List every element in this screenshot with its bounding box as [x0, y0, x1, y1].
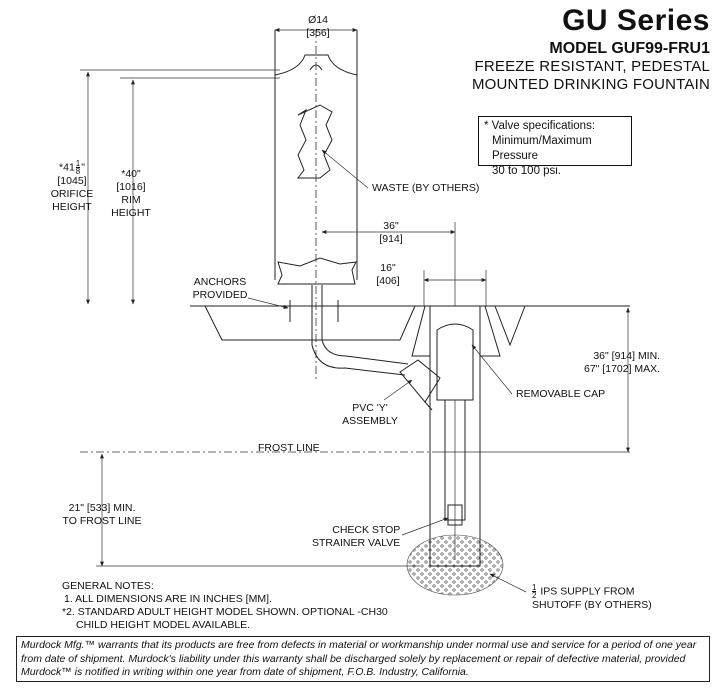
orifice-label-2: HEIGHT	[52, 201, 92, 213]
subtitle-line-2: MOUNTED DRINKING FOUNTAIN	[471, 76, 710, 93]
valve-spec-box: * Valve specifications: Minimum/Maximum …	[478, 116, 632, 177]
orifice-label-1: ORIFICE	[50, 188, 94, 200]
dim-16-in: 16"	[380, 262, 396, 274]
dim-36-in: 36"	[383, 220, 399, 232]
series-title: GU Series	[562, 4, 710, 37]
pvc-line-2: ASSEMBLY	[342, 415, 398, 427]
dim-36-mm: [914]	[379, 233, 403, 245]
rim-height-in: *40"	[121, 168, 141, 180]
pedestal	[274, 30, 358, 380]
note-2: *2. STANDARD ADULT HEIGHT MODEL SHOWN. O…	[62, 606, 388, 618]
waste-label: WASTE (BY OTHERS)	[372, 182, 480, 194]
diameter-mm: [356]	[306, 27, 330, 39]
diameter-label: Ø14 [356]	[298, 14, 338, 40]
valve-spec-line-3: 30 to 100 psi.	[492, 165, 562, 177]
note-3: CHILD HEIGHT MODEL AVAILABLE.	[76, 619, 251, 631]
general-notes: GENERAL NOTES: 1. ALL DIMENSIONS ARE IN …	[62, 580, 388, 632]
orifice-height-mm: [1045]	[57, 175, 87, 187]
anchors-line-1: ANCHORS	[193, 276, 247, 288]
dim-36-label: 36" [914]	[368, 220, 414, 246]
depth-label: 36" [914] MIN. 67" [1702] MAX.	[584, 350, 660, 376]
warranty-text: Murdock Mfg.™ warrants that its products…	[16, 636, 710, 682]
rim-height-label: *40" [1016] RIM HEIGHT	[103, 168, 159, 220]
pvc-line-1: PVC 'Y'	[352, 402, 388, 414]
pvc-y-label: PVC 'Y' ASSEMBLY	[340, 402, 400, 428]
check-line-2: STRAINER VALVE	[312, 537, 401, 549]
depth-max: 67" [1702] MAX.	[584, 363, 661, 375]
rim-label-1: RIM	[121, 194, 141, 206]
frost-line-label: FROST LINE	[258, 442, 320, 454]
dimension-lines	[80, 28, 630, 567]
frost-to: TO FROST LINE	[62, 515, 142, 527]
frost-depth-label: 21" [533] MIN. TO FROST LINE	[54, 502, 150, 528]
depth-min: 36" [914] MIN.	[593, 350, 661, 362]
waste-pipe	[311, 285, 441, 411]
dim-16-mm: [406]	[376, 275, 400, 287]
valve-spec-line-1: * Valve specifications:	[484, 120, 596, 132]
rim-height-mm: [1016]	[116, 181, 146, 193]
valve-spec-line-2: Minimum/Maximum Pressure	[492, 135, 592, 162]
frost-min: 21" [533] MIN.	[68, 502, 136, 514]
note-1: 1. ALL DIMENSIONS ARE IN INCHES [MM].	[64, 593, 272, 605]
dim-16-label: 16" [406]	[368, 262, 408, 288]
model-number: MODEL GUF99-FRU1	[549, 40, 710, 57]
leader-lines	[247, 149, 527, 593]
anchors-line-2: PROVIDED	[192, 289, 248, 301]
removable-cap-label: REMOVABLE CAP	[516, 388, 606, 400]
supply-line-2: SHUTOFF (BY OTHERS)	[532, 599, 652, 611]
subtitle-line-1: FREEZE RESISTANT, PEDESTAL	[474, 58, 710, 75]
check-line-1: CHECK STOP	[332, 524, 401, 536]
valve-housing	[406, 305, 504, 596]
diameter-in: Ø14	[308, 14, 328, 26]
ground	[190, 300, 630, 357]
anchors-label: ANCHORS PROVIDED	[188, 276, 252, 302]
notes-title: GENERAL NOTES:	[62, 580, 154, 592]
check-stop-label: CHECK STOP STRAINER VALVE	[312, 524, 400, 550]
rim-label-2: HEIGHT	[111, 207, 151, 219]
